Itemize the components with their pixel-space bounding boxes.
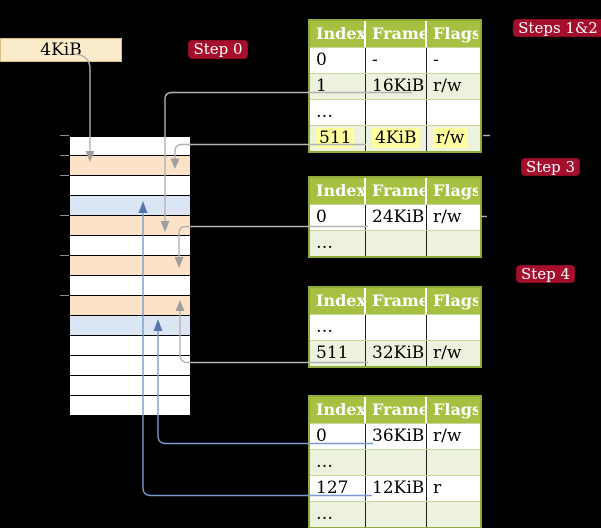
page-table-steps-1-2: Index Frame Flags 0 - - 1 16KiB r/w … 51… bbox=[308, 19, 482, 153]
cell-frame: 16KiB bbox=[366, 74, 427, 99]
cell-frame bbox=[366, 100, 427, 125]
cell-flags bbox=[427, 315, 478, 340]
cell-index: 0 bbox=[310, 205, 366, 230]
cell-index: 0 bbox=[310, 424, 366, 449]
cell-index: … bbox=[310, 100, 366, 125]
steps-1-2-badge: Steps 1&2 bbox=[513, 19, 601, 37]
memory-row bbox=[70, 236, 190, 256]
table-header-row: Index Frame Flags bbox=[310, 397, 480, 423]
cell-index: … bbox=[310, 231, 366, 256]
cell-index: … bbox=[310, 450, 366, 475]
table-row: … bbox=[310, 449, 480, 475]
memory-row bbox=[70, 356, 190, 376]
header-index: Index bbox=[310, 21, 366, 47]
table-row: … bbox=[310, 314, 480, 340]
table-row-highlighted: 511 4KiB r/w bbox=[310, 125, 480, 151]
memory-row bbox=[70, 276, 190, 296]
step-3-badge: Step 3 bbox=[521, 158, 580, 176]
header-flags: Flags bbox=[433, 181, 478, 200]
header-index: Index bbox=[310, 288, 366, 314]
cell-flags: r/w bbox=[433, 343, 462, 363]
table-row: 127 12KiB r bbox=[310, 475, 480, 501]
cell-flags: r/w bbox=[433, 426, 462, 446]
cell-frame bbox=[366, 231, 427, 256]
cell-frame bbox=[366, 450, 427, 475]
table-header-row: Index Frame Flags bbox=[310, 288, 480, 314]
cell-flags bbox=[427, 502, 478, 527]
header-flags: Flags bbox=[433, 24, 478, 43]
table-row: 511 32KiB r/w bbox=[310, 340, 480, 366]
header-index: Index bbox=[310, 397, 366, 423]
header-index: Index bbox=[310, 178, 366, 204]
cell-frame: 24KiB bbox=[366, 205, 427, 230]
step-4-badge: Step 4 bbox=[516, 265, 575, 283]
step-0-badge: Step 0 bbox=[188, 40, 248, 59]
memory-row bbox=[70, 336, 190, 356]
physical-memory-stack bbox=[70, 136, 190, 416]
cell-frame: 4KiB bbox=[366, 126, 427, 151]
header-frame: Frame bbox=[366, 288, 427, 314]
memory-row bbox=[70, 256, 190, 276]
cell-flags bbox=[427, 100, 478, 125]
address-tick bbox=[60, 255, 69, 256]
cell-flags: r bbox=[433, 478, 442, 498]
memory-row bbox=[70, 216, 190, 236]
address-tick bbox=[60, 175, 69, 176]
address-tick bbox=[60, 215, 69, 216]
memory-row bbox=[70, 316, 190, 336]
header-flags: Flags bbox=[433, 291, 478, 310]
cell-index: 511 bbox=[310, 126, 366, 151]
cell-flags: r/w bbox=[433, 76, 462, 96]
cell-flags: - bbox=[433, 50, 439, 70]
page-table-step-4: Index Frame Flags … 511 32KiB r/w bbox=[308, 286, 482, 368]
table-row: … bbox=[310, 230, 480, 256]
table-row: 0 36KiB r/w bbox=[310, 423, 480, 449]
cell-index: 127 bbox=[310, 476, 366, 501]
cell-index: 0 bbox=[310, 48, 366, 73]
table-row: 0 - - bbox=[310, 47, 480, 73]
table-row: 1 16KiB r/w bbox=[310, 73, 480, 99]
memory-row bbox=[70, 196, 190, 216]
header-flags: Flags bbox=[433, 400, 478, 419]
header-frame: Frame bbox=[366, 178, 427, 204]
cell-frame: - bbox=[366, 48, 427, 73]
memory-row bbox=[70, 376, 190, 396]
root-pointer-box: 4KiB bbox=[0, 38, 122, 62]
table-row: … bbox=[310, 501, 480, 527]
memory-row bbox=[70, 136, 190, 156]
memory-row bbox=[70, 176, 190, 196]
cell-flags: r/w bbox=[433, 207, 462, 227]
cell-index: … bbox=[310, 315, 366, 340]
cell-frame: 12KiB bbox=[366, 476, 427, 501]
memory-row bbox=[70, 156, 190, 176]
header-frame: Frame bbox=[366, 397, 427, 423]
page-table-step-3: Index Frame Flags 0 24KiB r/w … bbox=[308, 176, 482, 258]
memory-row bbox=[70, 296, 190, 316]
cell-flags: r/w bbox=[427, 126, 478, 151]
cell-index: … bbox=[310, 502, 366, 527]
cell-frame bbox=[366, 502, 427, 527]
page-table-last-level: Index Frame Flags 0 36KiB r/w … 127 12Ki… bbox=[308, 395, 482, 528]
table-header-row: Index Frame Flags bbox=[310, 178, 480, 204]
address-tick bbox=[60, 135, 69, 136]
address-tick bbox=[60, 155, 69, 156]
cell-index: 1 bbox=[310, 74, 366, 99]
cell-flags bbox=[427, 231, 478, 256]
header-frame: Frame bbox=[366, 21, 427, 47]
cell-frame: 32KiB bbox=[366, 341, 427, 366]
table-header-row: Index Frame Flags bbox=[310, 21, 480, 47]
table-row: … bbox=[310, 99, 480, 125]
cell-frame bbox=[366, 315, 427, 340]
cell-frame: 36KiB bbox=[366, 424, 427, 449]
cell-index: 511 bbox=[310, 341, 366, 366]
table-row: 0 24KiB r/w bbox=[310, 204, 480, 230]
cell-flags bbox=[427, 450, 478, 475]
address-tick bbox=[60, 295, 69, 296]
memory-row bbox=[70, 396, 190, 416]
